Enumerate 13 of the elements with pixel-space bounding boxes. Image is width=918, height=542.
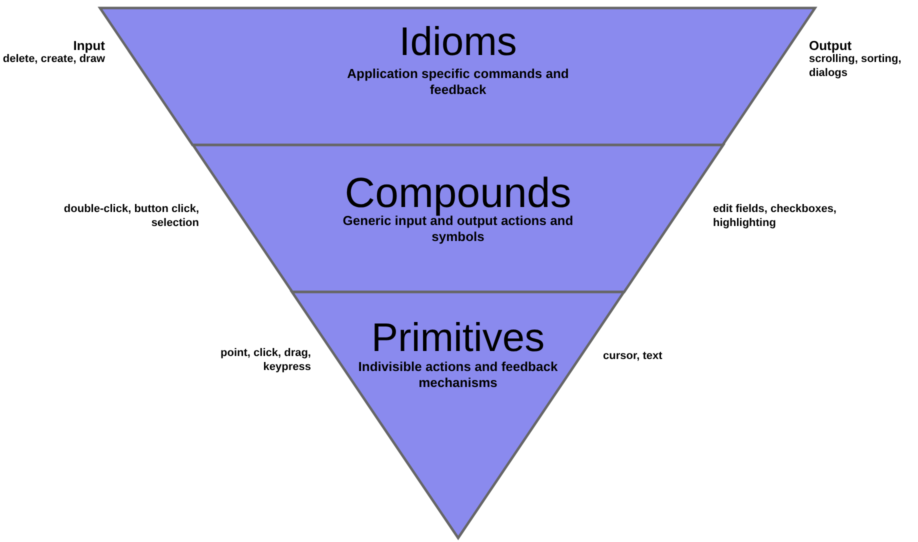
side-label: delete, create, draw bbox=[2, 53, 105, 66]
layer-title: Idioms bbox=[399, 22, 517, 62]
side-heading: Input bbox=[72, 38, 105, 54]
layer-description: Indivisible actions and feedback mechanisms bbox=[358, 359, 558, 392]
side-label: cursor, text bbox=[603, 349, 664, 364]
side-heading: Output bbox=[809, 38, 853, 54]
side-label: edit fields, checkboxes, highlighting bbox=[713, 202, 838, 231]
layer-title: Compounds bbox=[344, 172, 572, 214]
side-label: point, click, drag, keypress bbox=[220, 346, 311, 375]
layer-title: Primitives bbox=[371, 318, 545, 358]
layer-description: Application specific commands and feedback bbox=[346, 66, 570, 98]
side-label: double-click, button click, selection bbox=[62, 202, 199, 231]
side-label: scrolling, sorting, dialogs bbox=[809, 53, 902, 81]
